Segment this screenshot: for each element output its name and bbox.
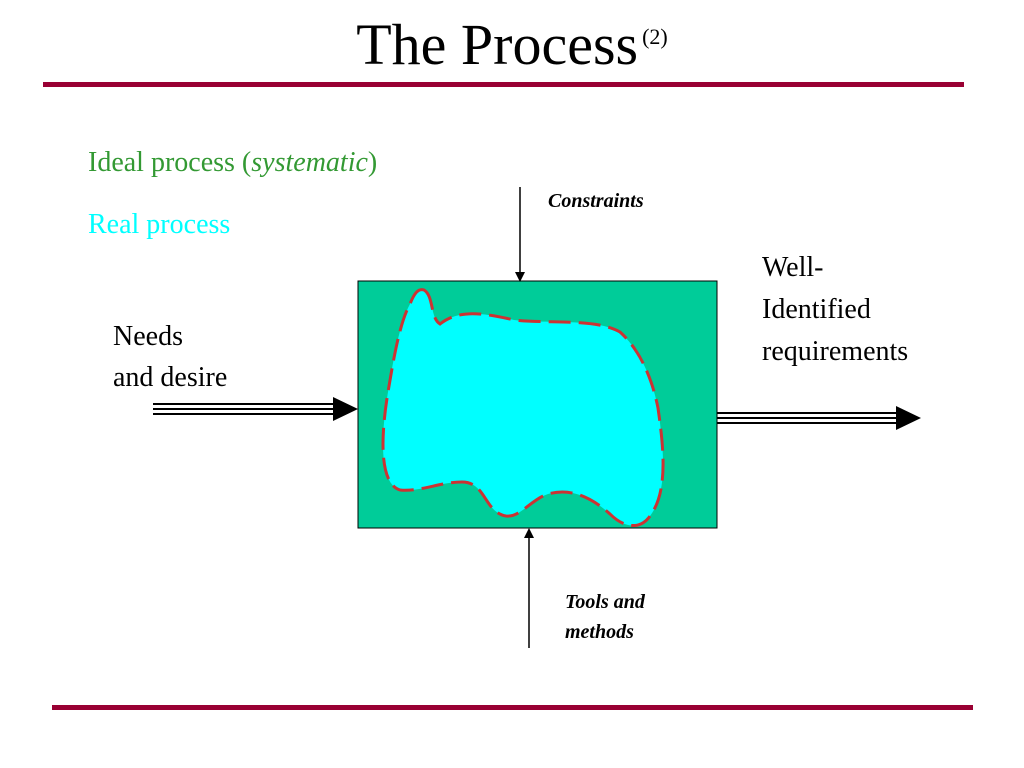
output-label: Well- Identified requirements <box>762 252 909 367</box>
page-title: The Process(2) <box>0 2 1024 80</box>
legend-real-process: Real process <box>88 209 231 240</box>
tools-and-methods-label: Tools and methods <box>565 591 645 643</box>
input-arrow <box>153 397 358 421</box>
bottom-divider <box>52 705 973 710</box>
tools-arrow-head <box>524 528 534 538</box>
output-arrow <box>717 406 921 430</box>
legend-ideal-process: Ideal process (systematic) <box>88 145 377 181</box>
input-label: Needs and desire <box>113 321 228 393</box>
constraints-arrow <box>515 187 525 282</box>
output-arrow-head <box>896 406 921 430</box>
legend-ideal-prefix: Ideal process ( <box>88 147 252 178</box>
title-text: The Process <box>356 11 639 77</box>
title-suffix: (2) <box>642 24 668 49</box>
tools-arrow <box>524 528 534 648</box>
constraints-arrow-head <box>515 272 525 282</box>
legend-ideal-emphasis: systematic <box>251 147 368 178</box>
top-divider <box>43 82 964 87</box>
input-arrow-head <box>333 397 358 421</box>
real-process-area <box>381 288 665 527</box>
legend-ideal-suffix: ) <box>367 147 378 178</box>
constraints-label: Constraints <box>548 190 644 212</box>
